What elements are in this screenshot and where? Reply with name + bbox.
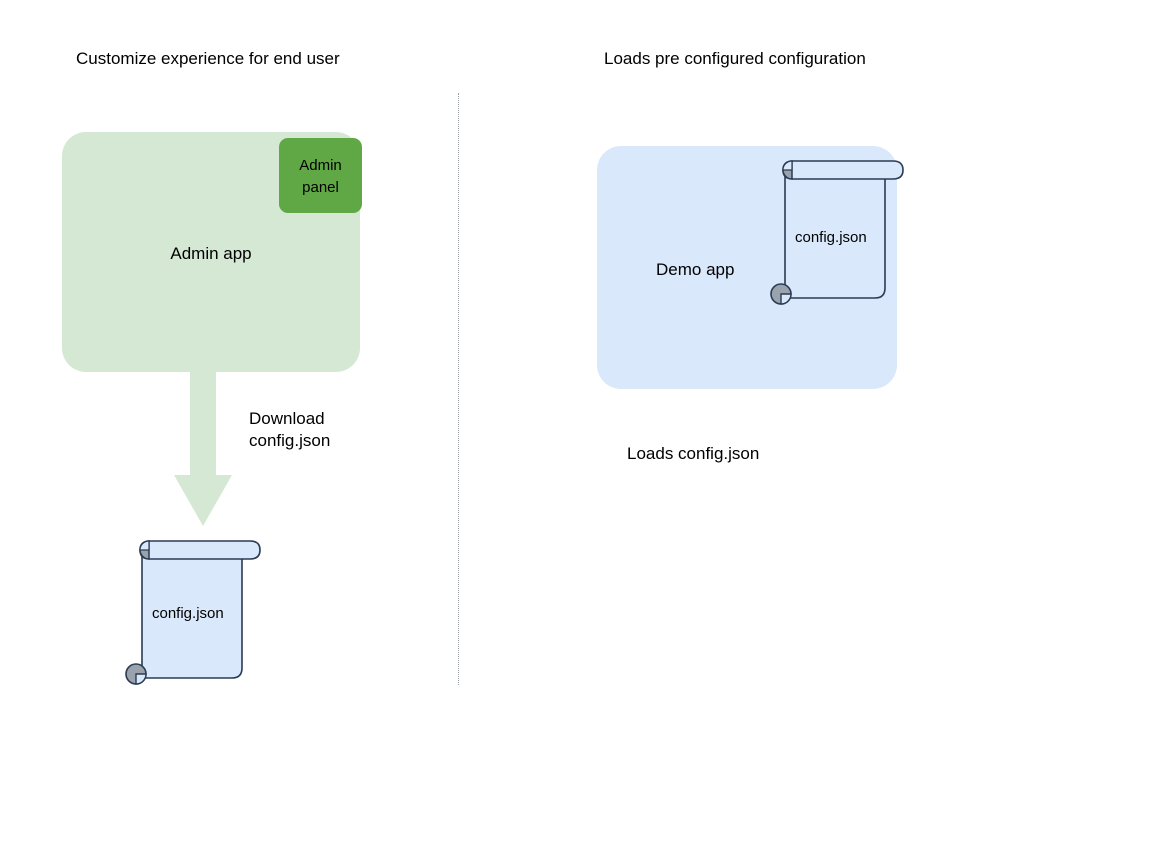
download-arrow-icon <box>174 368 232 526</box>
config-json-label-right: config.json <box>795 229 867 246</box>
loads-config-caption: Loads config.json <box>627 444 760 463</box>
heading-left: Customize experience for end user <box>76 49 340 68</box>
admin-panel-label-line1: Admin <box>299 157 342 174</box>
admin-app-label: Admin app <box>170 244 252 263</box>
heading-right: Loads pre configured configuration <box>604 49 866 68</box>
demo-app-label: Demo app <box>656 260 735 279</box>
download-arrow-label-line1: Download <box>249 409 325 428</box>
admin-panel-box[interactable] <box>279 138 362 213</box>
download-arrow-label: Download config.json <box>249 408 330 452</box>
vertical-dotted-divider-line <box>458 93 459 685</box>
admin-panel-label-line2: panel <box>302 179 339 196</box>
config-json-document-left[interactable] <box>118 528 268 690</box>
config-json-document-right[interactable] <box>765 150 913 310</box>
admin-panel-label: Admin panel <box>279 155 362 199</box>
download-arrow-label-line2: config.json <box>249 431 331 450</box>
config-json-label-left: config.json <box>152 605 224 622</box>
